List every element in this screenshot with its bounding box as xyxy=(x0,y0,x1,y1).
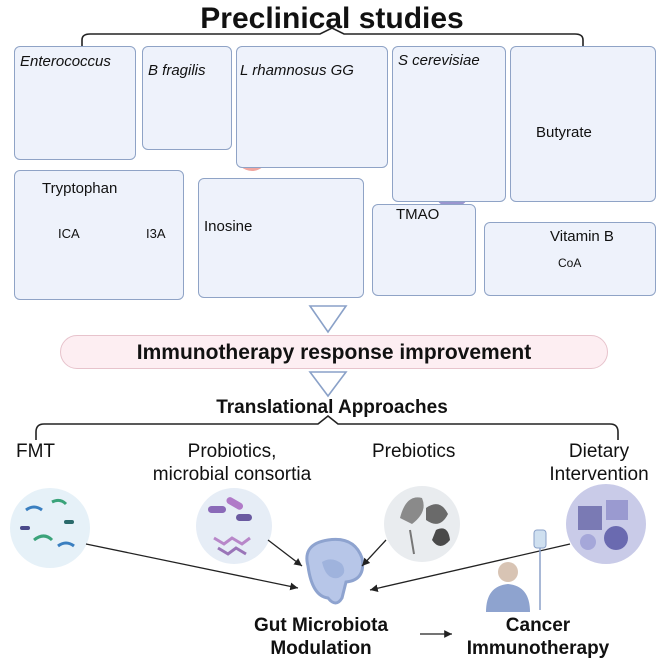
gut-label-line1: Gut Microbiota xyxy=(253,615,389,636)
cancer-immunotherapy-label: Cancer Immunotherapy xyxy=(458,614,618,660)
top-bracket xyxy=(81,27,584,46)
dietary-label-line2: Intervention xyxy=(549,464,649,485)
gut-label-line2: Modulation xyxy=(270,638,372,659)
translational-heading: Translational Approaches xyxy=(216,397,448,418)
panel-tryptophan xyxy=(14,170,184,300)
butyrate-label: Butyrate xyxy=(536,124,592,141)
fmt-illustration xyxy=(10,488,90,568)
tmao-label: TMAO xyxy=(396,206,440,223)
inosine-label: Inosine xyxy=(204,218,253,235)
panel-bfragilis xyxy=(142,46,232,150)
probiotics-label-line1: Probiotics, xyxy=(187,441,277,462)
cancer-label-line1: Cancer xyxy=(505,615,571,636)
panel-butyrate xyxy=(510,46,656,202)
panel-enterococcus xyxy=(14,46,136,160)
lrhamnosus-label: L rhamnosus GG xyxy=(240,62,354,79)
dietary-label: Dietary Intervention xyxy=(542,440,656,486)
ica-label: ICA xyxy=(58,226,80,241)
page-title: Preclinical studies xyxy=(200,2,464,35)
arrow-fmt-gut xyxy=(85,543,299,591)
translational-bracket xyxy=(35,414,619,440)
gut-illustration xyxy=(305,537,365,605)
enterococcus-label: Enterococcus xyxy=(20,53,111,70)
response-banner: Immunotherapy response improvement xyxy=(60,335,608,369)
i3a-label: I3A xyxy=(146,226,166,241)
panel-inosine xyxy=(198,178,364,298)
bfragilis-label: B fragilis xyxy=(148,62,206,79)
arrow-dietary-gut xyxy=(369,543,571,593)
coa-label: CoA xyxy=(558,256,582,270)
tryptophan-label: Tryptophan xyxy=(42,180,118,197)
vitaminb-label: Vitamin B xyxy=(550,228,614,245)
gut-modulation-label: Gut Microbiota Modulation xyxy=(236,614,406,660)
probiotics-illustration xyxy=(196,488,272,564)
probiotics-label: Probiotics, microbial consortia xyxy=(112,440,352,486)
prebiotics-illustration xyxy=(384,486,460,562)
cancer-label-line2: Immunotherapy xyxy=(466,638,610,659)
panel-tmao xyxy=(372,204,476,296)
arrow-prebiotics-gut xyxy=(361,539,387,567)
dietary-illustration xyxy=(566,484,646,564)
panel-lrhamnosus xyxy=(236,46,388,168)
arrow-probiotics-gut xyxy=(267,539,303,567)
down-triangle-1 xyxy=(308,305,348,334)
panel-scerevisiae xyxy=(392,46,506,202)
down-triangle-2 xyxy=(308,371,348,398)
patient-illustration xyxy=(486,529,547,612)
panel-vitaminb xyxy=(484,222,656,296)
dietary-label-line1: Dietary xyxy=(568,441,630,462)
scerevisiae-label: S cerevisiae xyxy=(398,52,480,69)
prebiotics-label: Prebiotics xyxy=(372,441,456,462)
probiotics-label-line2: microbial consortia xyxy=(152,464,312,485)
fmt-label: FMT xyxy=(16,441,56,462)
